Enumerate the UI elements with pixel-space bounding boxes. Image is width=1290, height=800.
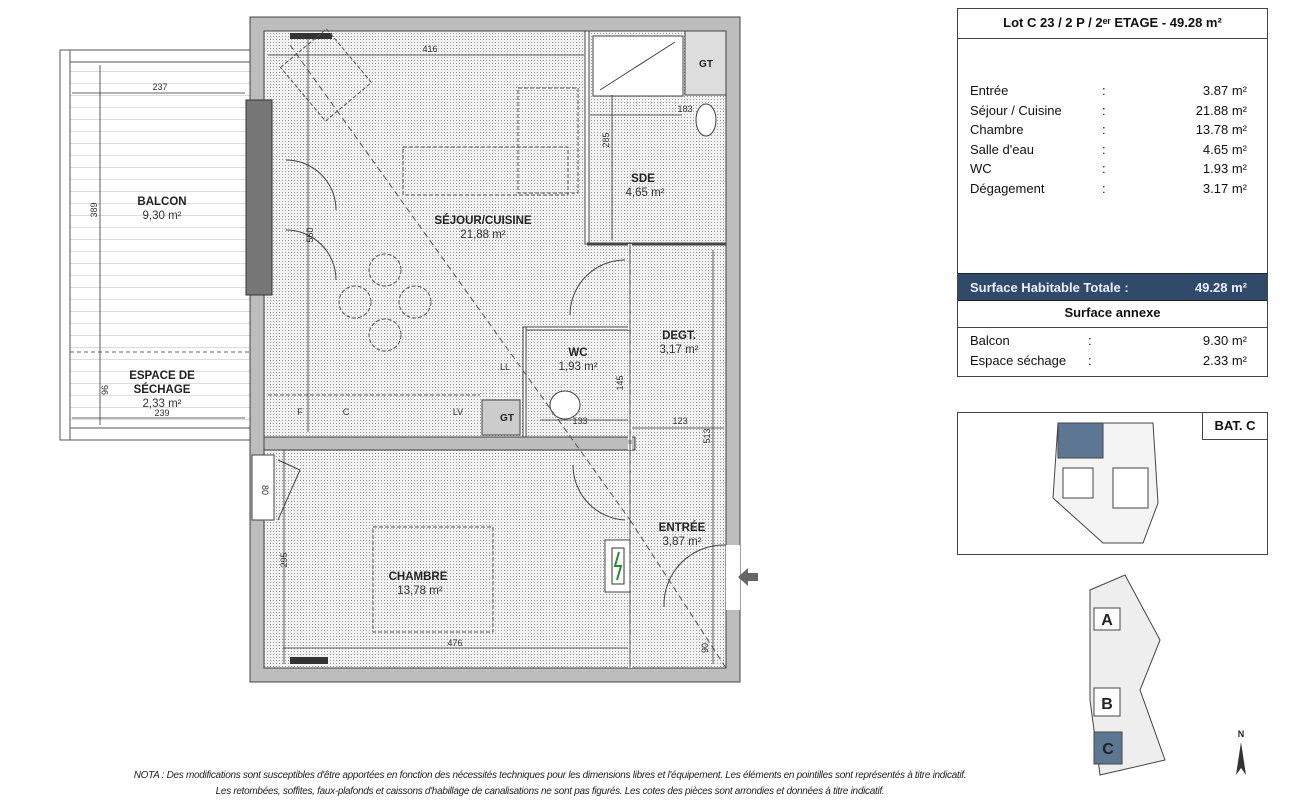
sep: : [1102,141,1106,157]
fridge-label: F [297,407,303,417]
room-name-sechage: ESPACE DE [129,370,195,382]
dim-133: 133 [572,416,587,426]
gt-label: GT [699,59,713,70]
sep: : [1102,122,1106,137]
dim-513: 513 [702,428,712,443]
room-name: Salle d'eau [970,141,1034,157]
sep: : [1102,102,1106,118]
washing-machine-label: LL [500,362,510,372]
north-label: N [1238,729,1245,739]
equipment-labels: GT GT F C LL LV [297,59,713,424]
total-value: 49.28 m² [1194,279,1247,295]
room-row: Salle d'eau: 4.65 m² [970,140,1247,160]
dim-476: 476 [447,638,462,648]
gt-label: GT [500,413,514,424]
room-name: Chambre [970,122,1024,137]
block-b-label: B [1101,696,1113,713]
nota-line-2: Les retombées, soffites, faux-plafonds e… [215,786,885,797]
room-area: 1.93 m² [1202,161,1247,176]
room-area-chambre: 13,78 m² [397,585,443,597]
sep: : [1102,161,1106,176]
dishwasher-label: LV [453,407,463,417]
lot-title: Lot C 23 / 2 P / 2ᵉʳ ETAGE - 49.28 m² [958,9,1267,39]
room-row: Chambre: 13.78 m² [970,120,1247,140]
room-labels: BALCON 9,30 m² ESPACE DE SÉCHAGE 2,33 m²… [129,173,705,597]
dim-90: 90 [700,643,710,653]
north-arrow-icon [1236,742,1246,775]
room-area: 3.17 m² [1202,180,1247,196]
total-surface-row: Surface Habitable Totale : 49.28 m² [958,273,1267,301]
balcony [59,49,251,441]
nota-line-1: NOTA : Des modifications sont susceptibl… [133,770,967,781]
room-name-chambre: CHAMBRE [389,571,448,583]
room-name-sde: SDE [631,173,655,185]
dim-389: 389 [89,202,99,217]
room-name: Séjour / Cuisine [970,102,1062,118]
block-a-label: A [1101,612,1113,629]
dim-96: 96 [100,385,110,395]
annex-name: Balcon [970,333,1010,348]
building-label: BAT. C [1202,413,1267,440]
room-row: Séjour / Cuisine: 21.88 m² [970,101,1247,121]
room-name: Dégagement [970,180,1045,196]
room-name-sejour: SÉJOUR/CUISINE [434,214,531,227]
room-name-balcon: BALCON [137,196,186,208]
room-area-degt: 3,17 m² [660,344,699,356]
sep: : [1088,352,1092,368]
dim-183: 183 [677,104,692,114]
room-row: Entrée: 3.87 m² [970,81,1247,101]
dimensions: 416 237 389 550 183 285 96 239 133 145 1… [89,44,712,653]
room-area: 4.65 m² [1202,141,1247,157]
site-plan: A B C N [1089,574,1246,776]
dim-285: 285 [601,132,611,147]
dim-295: 295 [279,552,289,567]
annex-title: Surface annexe [958,299,1267,328]
room-area: 13.78 m² [1195,122,1247,137]
room-name-entree: ENTRÉE [659,521,706,534]
dimension-lines [72,35,724,664]
dim-550: 550 [305,227,315,242]
building-outline [1052,422,1159,544]
room-area-wc: 1,93 m² [559,361,598,373]
room-row: Dégagement: 3.17 m² [970,179,1247,199]
surface-table: Lot C 23 / 2 P / 2ᵉʳ ETAGE - 49.28 m² En… [957,8,1268,377]
dim-145: 145 [615,375,625,390]
room-area-entree: 3,87 m² [663,536,702,548]
sep: : [1102,83,1106,98]
room-area: 21.88 m² [1195,102,1247,118]
sep: : [1088,333,1092,348]
room-name-sechage-2: SÉCHAGE [134,383,191,396]
room-name-degt: DEGT. [662,330,696,342]
room-name-wc: WC [568,347,587,359]
dim-237: 237 [152,82,167,92]
walls [245,16,758,683]
block-c-label: C [1102,741,1114,758]
dim-239: 239 [154,408,169,418]
room-row: WC: 1.93 m² [970,159,1247,179]
room-area-balcon: 9,30 m² [143,210,182,222]
annex-name: Espace séchage [970,352,1067,368]
dim-80: 80 [260,485,270,495]
annex-row: Espace séchage: 2.33 m² [970,351,1247,371]
total-label: Surface Habitable Totale : [970,279,1129,295]
room-area-sechage: 2,33 m² [143,398,182,410]
annex-row: Balcon: 9.30 m² [970,331,1247,351]
room-area-sde: 4,65 m² [626,187,665,199]
dim-123: 123 [672,416,687,426]
room-name: WC [970,161,992,176]
dim-416: 416 [422,44,437,54]
building-key-plan: BAT. C [957,412,1268,555]
cooktop-label: C [343,407,350,417]
annex-area: 2.33 m² [1202,352,1247,368]
room-name: Entrée [970,83,1009,98]
sep: : [1102,180,1106,196]
room-area: 3.87 m² [1202,83,1247,98]
annex-area: 9.30 m² [1202,333,1247,348]
room-area-sejour: 21,88 m² [460,229,506,241]
